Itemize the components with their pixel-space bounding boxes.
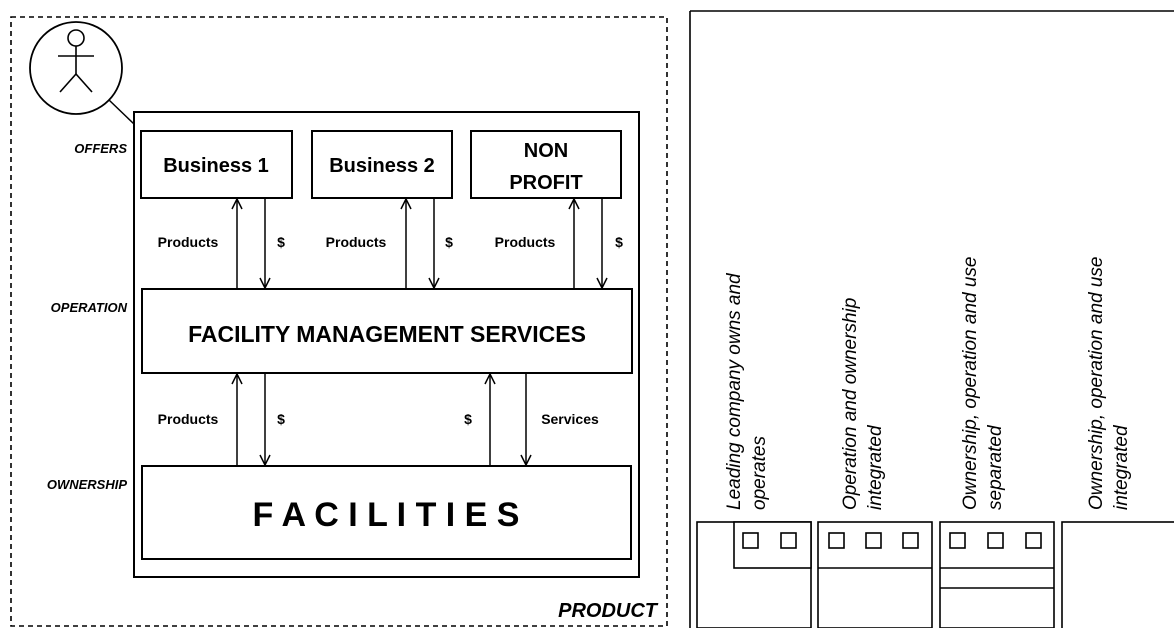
products-label-business-2: Products — [326, 234, 387, 250]
model-2-label-line2: integrated — [865, 424, 886, 510]
business-2-box — [311, 130, 453, 199]
models-panel-frame — [689, 10, 1174, 628]
model-4-icon — [1061, 521, 1174, 628]
model-3-label-line1: Ownership, operation and use — [960, 257, 981, 511]
money-label-facilities-left: $ — [277, 411, 285, 427]
model-2-icon — [817, 521, 933, 628]
facility-management-services-label: FACILITY MANAGEMENT SERVICES — [188, 321, 586, 347]
model-1-label-line1: Leading company owns and — [724, 272, 745, 510]
model-4-label-line2: integrated — [1111, 424, 1132, 510]
products-label-business-1: Products — [158, 234, 219, 250]
products-label-non-profit: Products — [495, 234, 556, 250]
facility-management-services-box — [141, 288, 633, 374]
product-label: PRODUCT — [558, 600, 659, 622]
model-1-icon — [696, 521, 812, 628]
non-profit-label-line2: PROFIT — [509, 172, 582, 194]
level-label-offers: OFFERS — [74, 141, 127, 156]
non-profit-label-line1: NON — [524, 140, 568, 162]
model-3-icon — [939, 521, 1055, 628]
facilities-label: F A C I L I T I E S — [253, 496, 520, 534]
model-2-label-line1: Operation and ownership — [840, 298, 861, 510]
facilities-box — [141, 465, 632, 560]
system-container — [133, 111, 640, 578]
model-3-label-line2: separated — [985, 424, 1006, 510]
level-label-operation: OPERATION — [51, 300, 128, 315]
actor-connector — [108, 99, 135, 125]
products-label-facilities: Products — [158, 411, 219, 427]
level-label-ownership: OWNERSHIP — [47, 477, 128, 492]
non-profit-box — [470, 130, 622, 199]
business-1-label: Business 1 — [163, 155, 269, 177]
business-1-box — [140, 130, 293, 199]
money-label-non-profit: $ — [615, 234, 623, 250]
model-1-label-line2: operates — [749, 436, 770, 510]
money-label-business-1: $ — [277, 234, 285, 250]
money-label-facilities-right: $ — [464, 411, 472, 427]
services-label-facilities: Services — [541, 411, 599, 427]
model-4-label-line1: Ownership, operation and use — [1086, 257, 1107, 511]
money-label-business-2: $ — [445, 234, 453, 250]
business-2-label: Business 2 — [329, 155, 435, 177]
actor-icon — [29, 21, 123, 115]
product-boundary — [10, 16, 668, 627]
